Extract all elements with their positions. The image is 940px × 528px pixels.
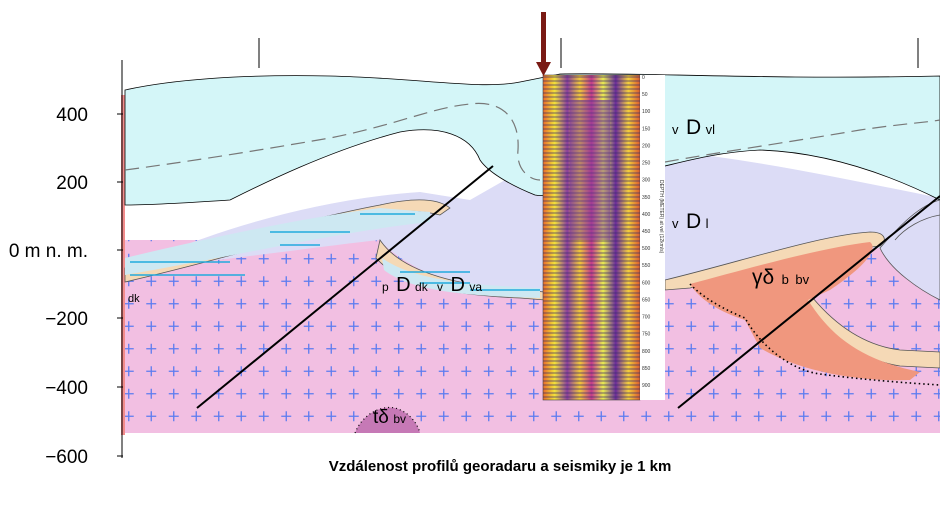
dome-outline [894,214,940,241]
fault-line [196,165,494,409]
seismic-depth-tick: 500 [642,246,651,252]
striped-layer [382,258,540,298]
unit-label-ddk: p D dk [382,274,429,296]
seismic-depth-tick: 100 [642,109,651,115]
seismic-depth-scale: 0 50 100 150 200 250 300 350 400 450 500 550 600 650 7… [642,75,651,389]
seismic-depth-tick: 850 [642,366,651,372]
seismic-depth-tick: 350 [642,195,651,201]
y-axis: 400 200 0 m n. m. −200 −400 −600 [9,60,125,468]
seismic-depth-tick: 550 [642,263,651,269]
seismic-section: DEPTH (METER) at vel (12km/s) 0 50 100 150 2… [542,74,665,401]
seismic-depth-title: DEPTH (METER) at vel (12km/s) [658,180,664,254]
dashed-horizon [124,102,541,181]
intrusion-lens-dotted [354,406,421,434]
seismic-depth-tick: 250 [642,161,651,167]
seismic-depth-tick: 50 [642,92,648,98]
seismic-depth-tick: 400 [642,212,651,218]
upper-unit [124,73,940,206]
dashed-horizon [664,119,940,163]
unit-label-dvl: v D vl [672,116,715,139]
seismic-location-arrow [536,12,551,76]
seismic-depth-tick: 600 [642,280,651,286]
seismic-depth-tick: 750 [642,332,651,338]
unit-label-gabbro: γδ b bv [752,266,810,289]
gabbro-body [690,242,920,381]
dome-structure [879,199,940,301]
axis-color-bar [121,95,125,435]
seismic-depth-tick: 800 [642,349,651,355]
y-tick-label: −200 [45,309,88,330]
unit-label-dva: v D va [437,274,482,296]
seismic-depth-tick: 650 [642,297,651,303]
seismic-depth-tick: 300 [642,178,651,184]
y-tick-label: 200 [56,173,88,194]
y-tick-label: 0 m n. m. [9,241,88,262]
caption: Vzdálenost profilů georadaru a seismiky … [329,458,672,475]
seismic-depth-tick: 0 [642,75,645,81]
y-tick-label: −600 [45,447,88,468]
unit-label-tdbv: tδ bv [373,407,406,428]
seismic-depth-tick: 450 [642,229,651,235]
gabbro-boundary-dotted [689,283,940,386]
y-tick-label: 400 [56,105,88,126]
seismic-depth-tick: 200 [642,143,651,149]
unit-label-dk: dk [128,293,140,305]
intrusion-lens [355,407,420,433]
seismic-depth-tick: 150 [642,126,651,132]
unit-label-dl: v D l [672,210,709,233]
seismic-depth-tick: 700 [642,315,651,321]
y-tick-label: −400 [45,378,88,399]
fault-line [677,195,940,409]
striped-layer [125,208,430,276]
seismic-depth-tick: 900 [642,383,651,389]
